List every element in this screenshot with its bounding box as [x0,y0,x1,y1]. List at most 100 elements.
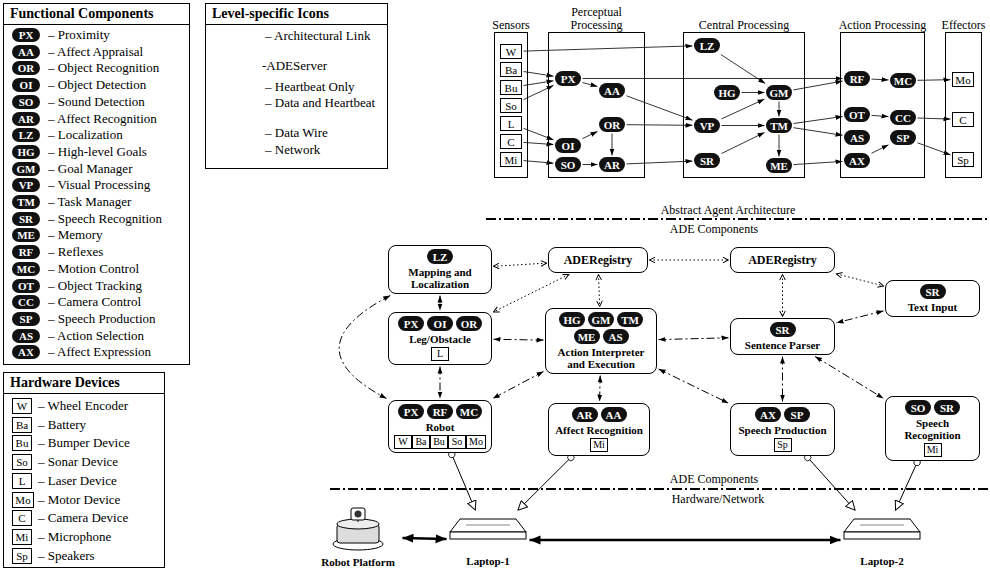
icon-label: MC [17,263,35,275]
component-icon: LZ [427,249,453,264]
component-icon: SR [12,212,40,226]
device-row: Mi [590,438,608,452]
legend-text: – Speech Production [48,312,156,326]
device-icon: Ba [500,62,522,77]
legend-text: – Memory [48,228,103,242]
connector [722,125,765,126]
component-icon: AA [601,407,627,422]
icon-row: SOSR [905,400,960,415]
device-icon: L [500,116,522,131]
component-icon: SR [770,322,796,337]
component-icon: RF [427,404,453,419]
component-icon: GM [588,312,614,327]
icon-label: Ba [505,64,517,76]
device-icon: Mi [924,443,942,457]
server-name: ADERegistry [748,254,817,267]
device-icon: W [12,398,32,414]
icon-label: HG [17,146,34,158]
legend-text: -ADEServer [262,59,327,73]
icon-label: OI [434,318,447,330]
icon-row: AXSP [755,407,810,422]
icon-label: AS [850,132,864,144]
icon-label: Mi [505,154,518,166]
icon-label: Sp [16,550,28,562]
component-icon: OR [12,61,40,75]
layer-divider [330,488,988,490]
hardware-device: Laptop-1 [448,512,528,568]
component-icon: SP [890,130,916,145]
connector [494,263,547,266]
component-icon: VP [694,118,720,133]
section-label: ADE Components [667,472,761,486]
connector [339,296,390,399]
connector [872,115,889,116]
ade-server-box: ADERegistry [730,247,835,273]
connector [524,161,554,164]
layer-heading: Perceptual Processing [548,6,645,32]
connector [782,357,783,402]
icon-label: AX [849,155,865,167]
icon-label: HG [718,87,735,99]
device-icon: Sp [952,152,974,167]
component-icon: HG [714,85,740,100]
layer-box: SensorsWBaBuSoLCMi [494,32,528,178]
component-icon: PX [12,28,40,42]
icon-row: SR [770,322,796,337]
icon-label: SR [700,155,714,167]
device-icon: Mi [500,152,522,167]
icon-label: W [398,436,407,448]
connector [583,131,598,138]
component-icon: OT [12,279,40,293]
connector [583,78,843,79]
layer-box: EffectorsMoCSp [945,32,982,178]
legend-text: – Motor Device [38,493,120,507]
legend-text: – Speech Recognition [48,212,162,226]
icon-label: So [505,100,517,112]
component-icon: MC [456,404,482,419]
icon-label: So [16,456,28,468]
icon-label: Ba [16,419,28,431]
icon-label: HG [563,314,580,326]
icon-label: TM [621,314,639,326]
robot-illustration [333,508,383,550]
icon-row: PX RFMC [398,404,482,419]
connector [659,338,729,340]
legend-text: – Camera Device [38,511,128,525]
component-icon: OT [844,107,870,122]
icon-label: PX [404,406,419,418]
icon-label: VP [19,179,34,191]
icon-label: TM [770,120,788,132]
component-icon: AA [12,45,40,59]
device-icon: Sp [12,548,32,564]
icon-label: OI [562,140,575,152]
icon-label: SR [775,324,789,336]
device-icon: Mo [466,435,486,449]
icon-label: SR [19,213,33,225]
legend-text: – Reflexes [48,245,103,259]
icon-label: VP [700,120,715,132]
device-icon: Ba [412,435,430,449]
legend-text: – Affect Appraisal [48,45,143,59]
icon-label: Mo [469,436,483,448]
icon-label: AR [604,159,620,171]
legend-text: – Task Manager [48,195,131,209]
component-icon: ME [12,228,40,242]
component-icon: TM [617,312,643,327]
legend-text: – Motion Control [48,262,139,276]
connector [782,275,783,317]
legend-text: – Object Detection [48,78,146,92]
device-icon: Bu [430,435,448,449]
connector [524,81,554,86]
icon-label: L [437,348,443,360]
layer-heading: Effectors [942,19,986,32]
icon-row: ARAA [572,407,627,422]
ade-server-box: LZMapping and Localization [388,245,492,294]
device-row: Sp [774,438,792,452]
icon-label: SR [940,402,954,414]
legend-text: – Architectural Link [265,29,370,43]
legend-text: – Affect Recognition [48,112,157,126]
layer-box: Perceptual ProcessingPXAAOROISOAR [548,32,645,178]
icon-label: AX [760,409,776,421]
component-icon: TM [766,118,792,133]
